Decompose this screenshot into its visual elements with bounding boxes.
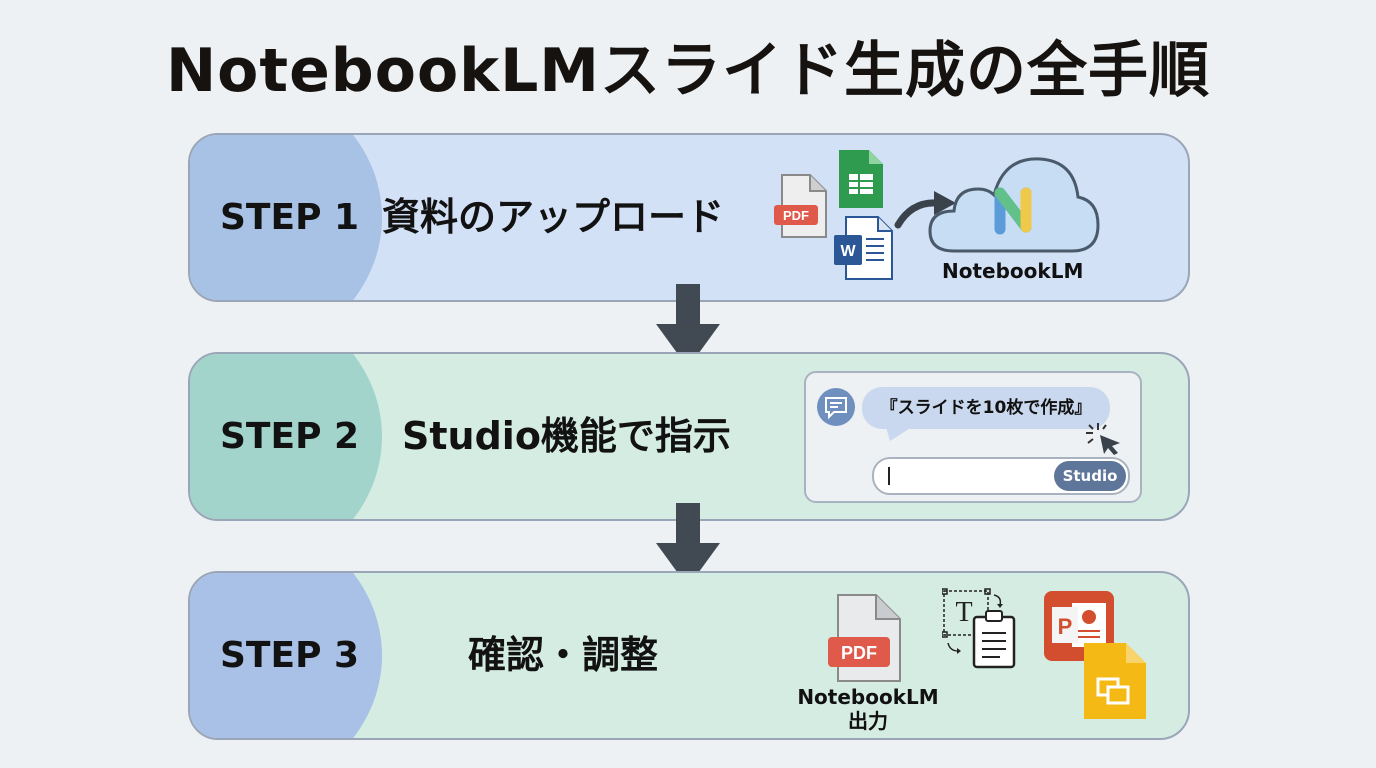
down-arrow-icon <box>656 284 720 368</box>
step-1-badge <box>190 135 382 300</box>
step-3-card: STEP 3 確認・調整 PDF NotebookLM 出力 T <box>188 571 1190 740</box>
step-3-label: STEP 3 <box>220 635 360 676</box>
pdf-file-icon: PDF <box>774 174 827 238</box>
step-2-description: Studio機能で指示 <box>402 414 731 458</box>
step-1-description: 資料のアップロード <box>382 195 725 239</box>
bubble-tail <box>886 427 912 441</box>
output-label-line1: NotebookLM <box>797 685 939 709</box>
notebooklm-output-label: NotebookLM 出力 <box>790 685 946 733</box>
word-doc-icon: W <box>834 216 893 280</box>
page-title: NotebookLMスライド生成の全手順 <box>165 36 1211 106</box>
chat-icon <box>817 388 855 426</box>
google-slides-icon <box>1084 643 1146 719</box>
step-1-label: STEP 1 <box>220 197 360 238</box>
step-2-label: STEP 2 <box>220 416 360 457</box>
curved-arrow-icon <box>894 191 956 229</box>
svg-text:PDF: PDF <box>841 643 877 663</box>
step-3-badge <box>190 573 382 738</box>
google-sheets-icon <box>839 150 883 208</box>
studio-chat-panel: 『スライドを10枚で作成』 Studio <box>804 371 1142 503</box>
output-label-line2: 出力 <box>848 709 888 733</box>
prompt-bubble: 『スライドを10枚で作成』 <box>862 387 1110 429</box>
studio-input[interactable]: Studio <box>872 457 1130 495</box>
notebooklm-label: NotebookLM <box>942 259 1084 283</box>
step-2-badge <box>190 354 382 519</box>
svg-text:P: P <box>1058 614 1073 639</box>
step-3-description: 確認・調整 <box>468 633 659 677</box>
svg-text:PDF: PDF <box>783 208 809 223</box>
svg-text:T: T <box>955 597 972 628</box>
step-2-card: STEP 2 Studio機能で指示 『スライドを10枚で作成』 Studio <box>188 352 1190 521</box>
step-1-card: STEP 1 資料のアップロード PDF W NotebookL <box>188 133 1190 302</box>
svg-text:W: W <box>840 243 856 260</box>
pdf-file-icon: PDF <box>828 594 901 682</box>
down-arrow-icon <box>656 503 720 587</box>
click-cursor-icon <box>1086 423 1120 455</box>
studio-button[interactable]: Studio <box>1054 461 1126 491</box>
text-caret <box>888 467 890 485</box>
text-edit-clipboard-icon: T <box>942 588 1016 669</box>
notebooklm-cloud-icon <box>928 157 1100 253</box>
